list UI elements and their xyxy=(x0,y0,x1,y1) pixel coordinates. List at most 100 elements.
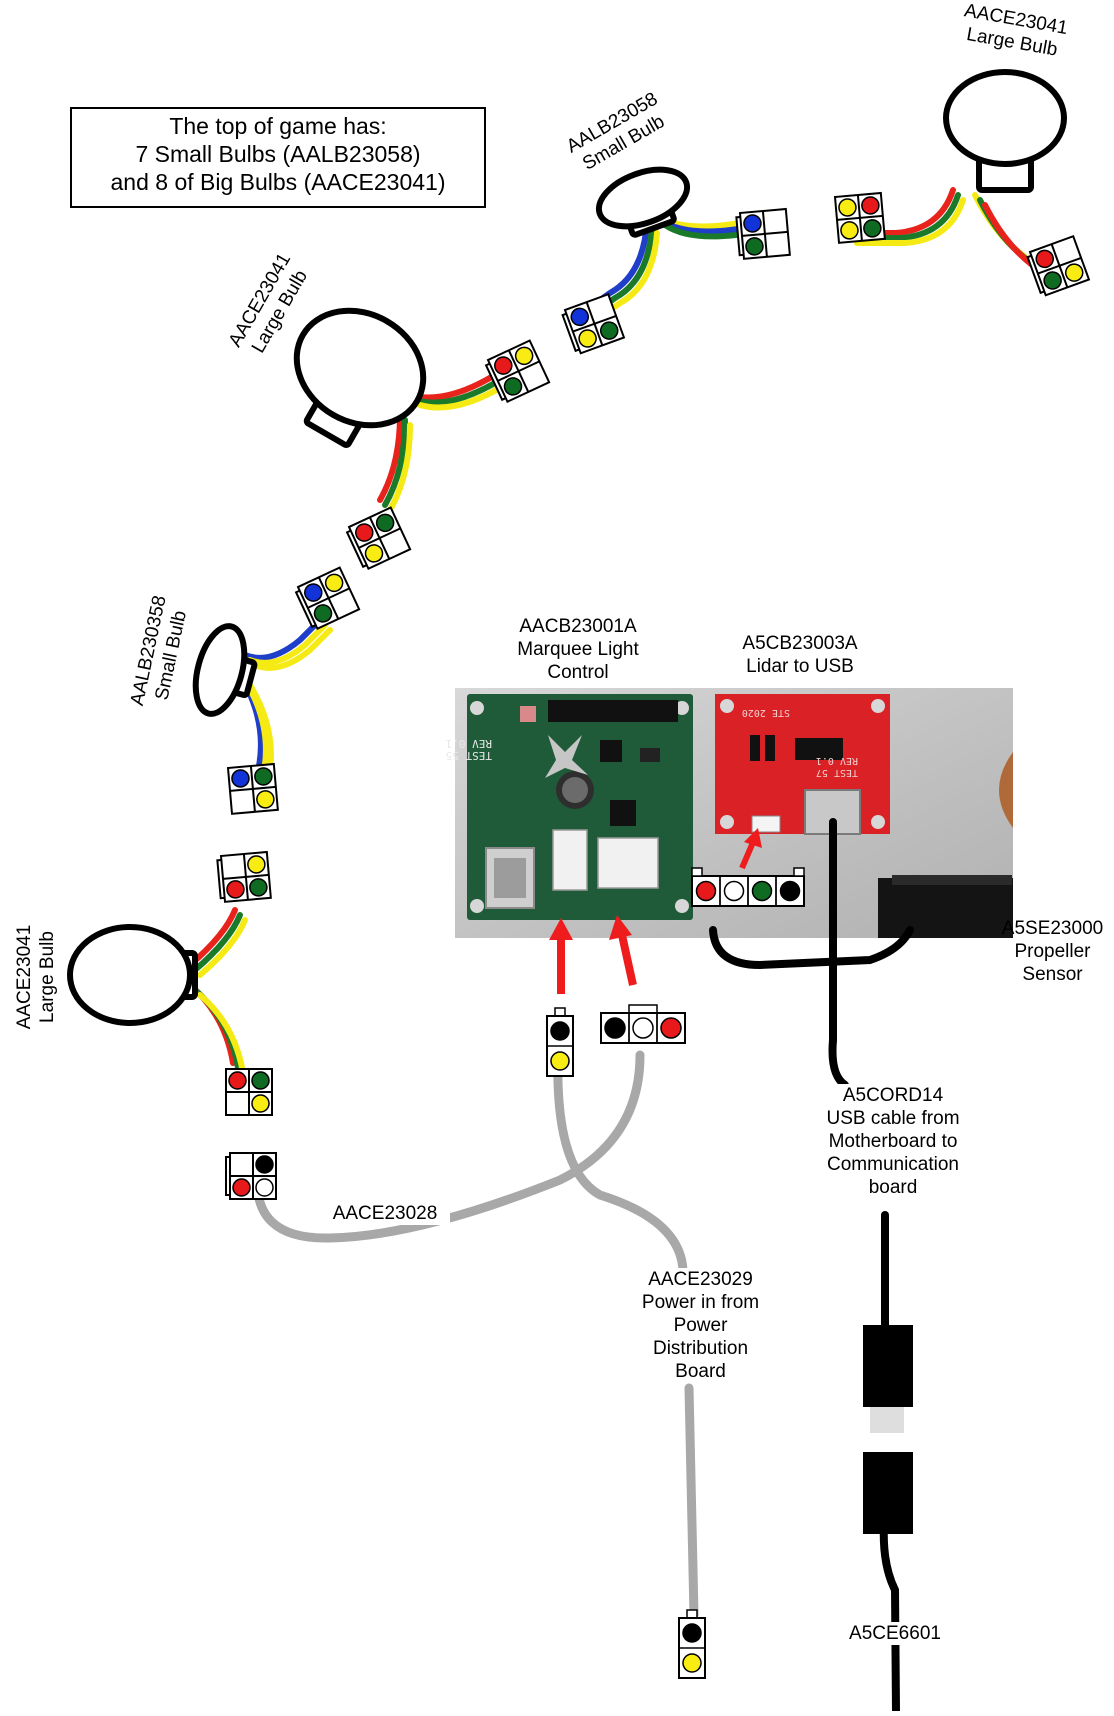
note-line: The top of game has: xyxy=(169,113,387,139)
pin xyxy=(723,880,745,902)
wire-top-right-left xyxy=(844,187,966,246)
pcb-silk-rev: REV 0.1 xyxy=(446,737,492,750)
small-bulb-top xyxy=(595,166,691,238)
pin xyxy=(254,767,273,786)
pin xyxy=(226,880,245,899)
propeller-sensor-body xyxy=(878,878,1013,938)
bulbs xyxy=(67,69,1067,1026)
cable-a5cord14 xyxy=(828,818,849,1089)
label-propeller-sensor: A5SE23000 Propeller Sensor xyxy=(1001,918,1104,985)
pin xyxy=(231,769,250,788)
pin xyxy=(604,1017,626,1039)
label-marquee-board: AACB23001A Marquee Light Control xyxy=(517,616,639,683)
pin xyxy=(375,513,395,533)
pin xyxy=(632,1017,654,1039)
pcb-silk-test: TEST 55 xyxy=(446,749,492,762)
note-line: 7 Small Bulbs (AALB23058) xyxy=(135,141,421,167)
large-bulb-bottom xyxy=(67,924,198,1026)
connector-tr-right xyxy=(1026,234,1091,297)
connector-tr-left xyxy=(833,191,886,244)
connector-top-small xyxy=(735,207,791,260)
pin xyxy=(550,1051,570,1071)
connector-mid-right xyxy=(484,339,551,404)
sensor-loop-cable xyxy=(709,926,914,970)
pin xyxy=(256,790,275,809)
pcb-silk-rev: REV 0.1 xyxy=(816,755,858,766)
cable-aace23029 xyxy=(553,1050,688,1275)
connector-power-in-2pin xyxy=(678,1609,706,1679)
pin xyxy=(313,604,333,623)
large-bulb-top-right xyxy=(943,69,1067,193)
connector-small-mid-up xyxy=(294,566,361,631)
connector-marquee-2pin xyxy=(546,1007,574,1077)
note-line: and 8 of Big Bulbs (AACE23041) xyxy=(110,169,446,195)
usb-plug-metal xyxy=(870,1407,904,1433)
pin xyxy=(255,1155,274,1174)
usb-extension-connector xyxy=(863,1325,913,1534)
pin xyxy=(249,878,268,897)
pin xyxy=(840,221,859,240)
pin xyxy=(324,573,344,593)
connector-top-mid xyxy=(561,292,626,355)
small-bulb-mid xyxy=(192,623,258,717)
cable-a5ce6601 xyxy=(879,1506,900,1715)
pin xyxy=(494,356,513,375)
marquee-light-control-board: TEST 55 REV 0.1 xyxy=(446,694,693,920)
connector-power-out xyxy=(225,1152,277,1200)
cable-aace23029-lower xyxy=(684,1383,699,1620)
pin xyxy=(578,329,597,348)
pin xyxy=(751,880,773,902)
connector-power-3pin xyxy=(600,1004,686,1044)
pin xyxy=(364,544,384,563)
label-a5ce6601: A5CE6601 xyxy=(835,1622,955,1645)
pin xyxy=(232,1178,251,1197)
pin xyxy=(251,1094,270,1113)
red-arrows xyxy=(549,828,762,994)
pin xyxy=(599,321,619,340)
pcb-silk-date: STE 2020 xyxy=(742,707,790,718)
connector-bottom-bulb xyxy=(225,1068,273,1116)
pin xyxy=(660,1017,682,1039)
copper-disk xyxy=(999,752,1013,828)
label-aace23028: AACE23028 xyxy=(320,1202,450,1225)
wire-bottom-down xyxy=(187,982,246,1076)
pin xyxy=(779,880,801,902)
pin xyxy=(514,346,534,366)
pin xyxy=(861,196,880,215)
pin xyxy=(695,880,717,902)
pin xyxy=(251,1071,270,1090)
pin xyxy=(863,219,882,238)
note-box: The top of game has: 7 Small Bulbs (AALB… xyxy=(70,107,486,208)
pin xyxy=(355,523,374,542)
lidar-to-usb-board: TEST 57 REV 0.1 STE 2020 xyxy=(715,694,890,835)
pin xyxy=(304,583,323,602)
label-power-in: AACE23029 Power in from Power Distributi… xyxy=(618,1268,783,1383)
pin xyxy=(682,1653,702,1673)
usb-plug-upper xyxy=(863,1325,913,1407)
pcb-silk-test: TEST 57 xyxy=(816,767,858,778)
pin xyxy=(1035,249,1054,269)
connector-mid-down xyxy=(345,506,412,571)
large-bulb-mid xyxy=(293,307,427,448)
pin xyxy=(570,307,589,327)
connector-lidar-4pin xyxy=(691,867,805,907)
pin xyxy=(503,377,523,396)
pin xyxy=(745,237,764,256)
black-cables xyxy=(709,818,914,1715)
label-large-bulb-bottom: AACE23041 Large Bulb xyxy=(14,924,58,1030)
pin xyxy=(838,198,857,217)
pin xyxy=(255,1178,274,1197)
pin xyxy=(743,214,762,233)
pin xyxy=(1043,271,1062,290)
label-usb-cable: A5CORD14 USB cable from Motherboard to C… xyxy=(808,1084,978,1199)
pin xyxy=(1064,263,1084,282)
pin xyxy=(682,1623,702,1643)
wire-bottom-up xyxy=(187,907,248,978)
usb-plug-lower xyxy=(863,1452,913,1534)
connectors xyxy=(216,191,1091,1679)
pin xyxy=(228,1071,247,1090)
pin xyxy=(247,855,266,874)
label-lidar-board: A5CB23003A Lidar to USB xyxy=(742,633,858,677)
connector-small-mid-lower xyxy=(216,850,272,903)
